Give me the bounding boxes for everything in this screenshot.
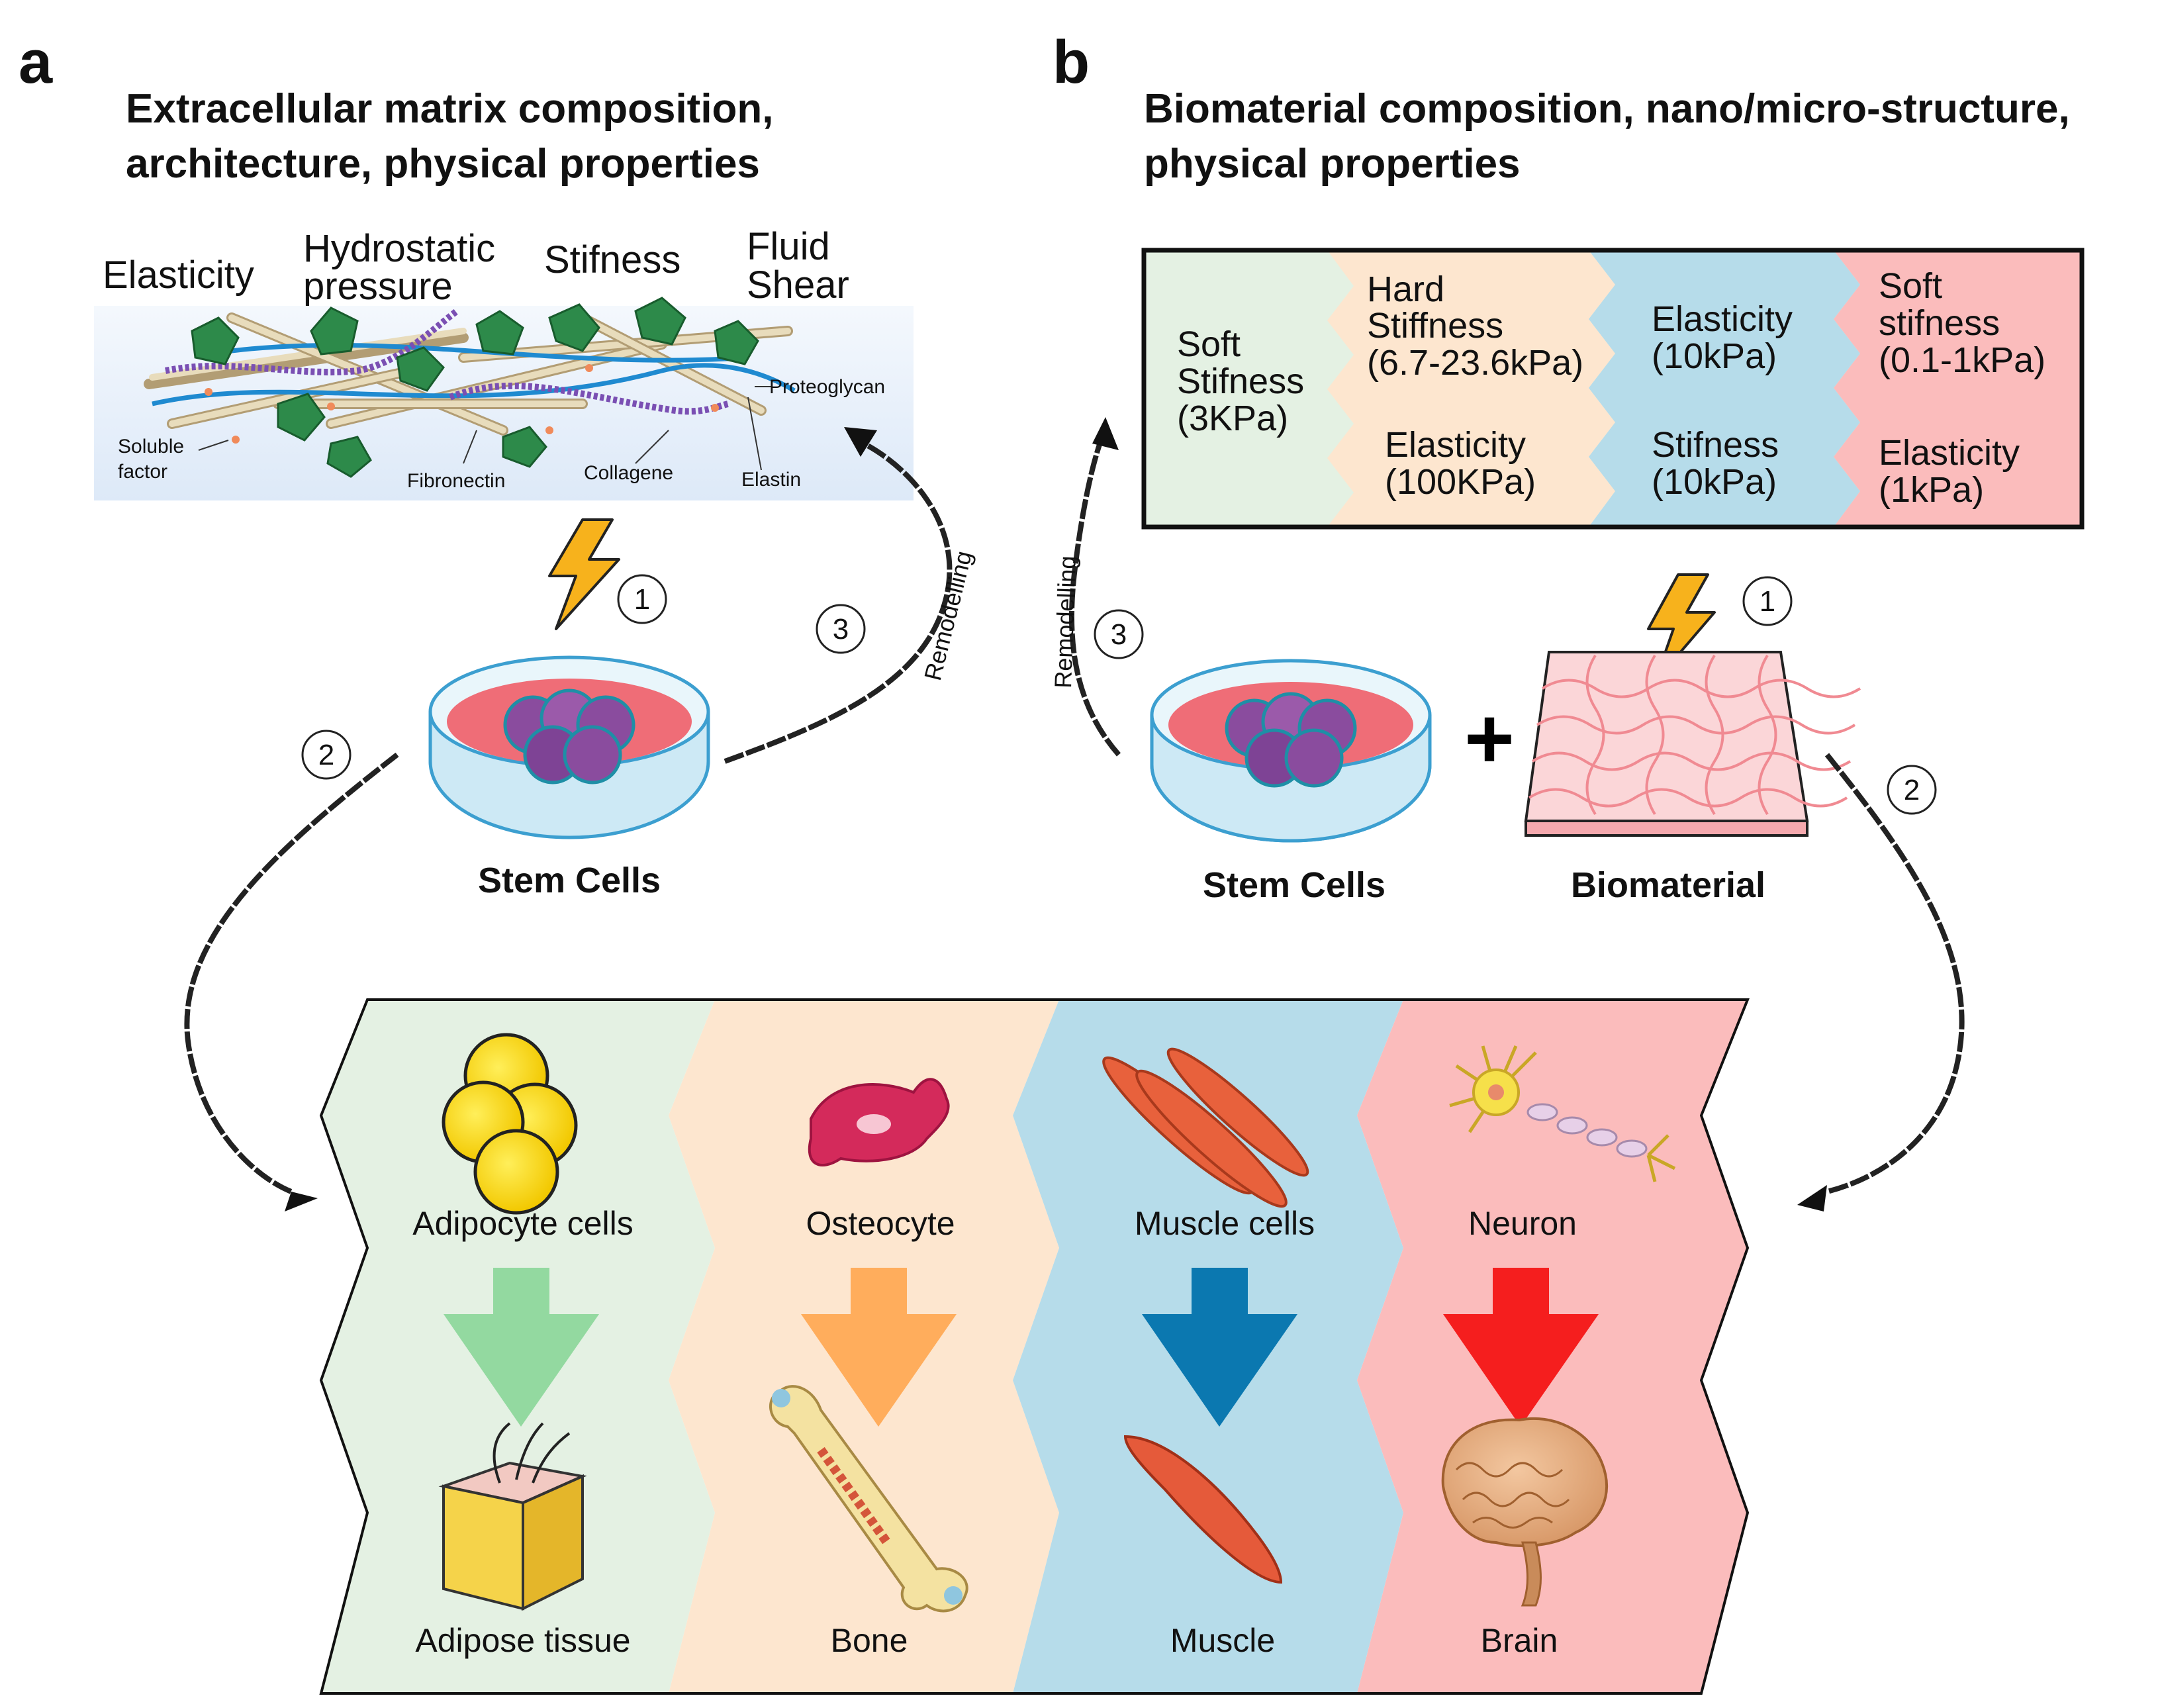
lineage-muscle-cells-label: Muscle cells xyxy=(1135,1205,1315,1242)
down-arrow-adipose xyxy=(444,1268,599,1427)
brain-icon xyxy=(1441,1417,1609,1607)
box-seg1-line1: Soft xyxy=(1177,324,1241,364)
box-seg3-bottom-1: Stifness xyxy=(1652,425,1779,465)
box-seg3-top-2: (10kPa) xyxy=(1652,336,1777,376)
flow-arrow xyxy=(184,752,399,1194)
down-arrow-muscle xyxy=(1142,1268,1297,1427)
ecm-illustration xyxy=(94,297,914,500)
svg-text:2: 2 xyxy=(318,739,334,771)
ecm-label-soluble-2: factor xyxy=(118,461,167,483)
panel-b-stem-cells-label: Stem Cells xyxy=(1203,865,1385,905)
ecm-label-soluble-1: Soluble xyxy=(118,436,184,457)
svg-text:1: 1 xyxy=(1760,585,1775,618)
ecm-label-fibronectin: Fibronectin xyxy=(407,470,505,492)
box-seg1-line3: (3KPa) xyxy=(1177,399,1288,438)
down-arrow-bone xyxy=(801,1268,957,1427)
osteocyte-icon xyxy=(808,1078,950,1166)
svg-text:3: 3 xyxy=(1111,618,1127,651)
prop-fluid-2: Shear xyxy=(747,263,849,307)
remodelling-arrow xyxy=(724,438,953,764)
prop-stiffness: Stifness xyxy=(544,238,681,281)
lineage-neuron-label: Neuron xyxy=(1468,1205,1577,1242)
prop-hydrostatic-2: pressure xyxy=(303,265,453,308)
panel-a-remodelling-label: Remodelling xyxy=(919,548,977,683)
arrowhead-icon xyxy=(1797,1185,1827,1211)
svg-text:2: 2 xyxy=(1904,774,1920,806)
ecm-label-collagene: Collagene xyxy=(584,462,673,484)
box-seg4-top-3: (0.1-1kPa) xyxy=(1879,340,2045,380)
step-3-badge: 3 xyxy=(816,604,866,654)
remodelling-arrow xyxy=(1069,436,1121,757)
biomaterial-label: Biomaterial xyxy=(1571,865,1765,905)
lightning-icon xyxy=(548,518,620,630)
box-seg2-top-2: Stiffness xyxy=(1367,306,1503,346)
panel-b-remodelling-label: Remodelling xyxy=(1049,555,1081,688)
panel-a-heading-line2: architecture, physical properties xyxy=(126,141,760,187)
panel-a-stem-cells-label: Stem Cells xyxy=(478,861,661,900)
panel-a-heading-line1: Extracellular matrix composition, xyxy=(126,86,774,132)
arrowhead-icon xyxy=(285,1192,318,1211)
petri-dish-icon xyxy=(1150,659,1432,843)
ecm-label-proteoglycan: Proteoglycan xyxy=(769,376,885,398)
lineage-bone-label: Bone xyxy=(831,1622,908,1659)
step-1-badge: 1 xyxy=(617,574,667,624)
box-seg3-top-1: Elasticity xyxy=(1652,299,1793,339)
box-seg4-top-1: Soft xyxy=(1879,266,1942,306)
petri-dish-icon xyxy=(428,655,710,839)
panel-a-letter: a xyxy=(19,28,53,96)
biomaterial-slab-icon xyxy=(1524,651,1861,837)
lineage-brain-label: Brain xyxy=(1481,1622,1558,1659)
ecm-label-elastin: Elastin xyxy=(741,469,801,491)
down-arrow-brain xyxy=(1443,1268,1599,1427)
prop-fluid-1: Fluid xyxy=(747,225,830,268)
panel-b-heading-line2: physical properties xyxy=(1144,141,1521,187)
step-2-badge: 2 xyxy=(301,730,352,780)
adipocyte-cells-icon xyxy=(442,1033,578,1215)
prop-hydrostatic-1: Hydrostatic xyxy=(303,227,495,270)
panel-b-letter: b xyxy=(1053,28,1090,96)
box-seg2-top-1: Hard xyxy=(1367,269,1444,309)
box-seg2-bottom-2: (100KPa) xyxy=(1385,462,1536,502)
flow-arrow xyxy=(1824,753,1965,1194)
neuron-icon xyxy=(1449,1045,1676,1182)
box-seg2-top-3: (6.7-23.6kPa) xyxy=(1367,343,1583,383)
box-seg4-top-2: stifness xyxy=(1879,303,2000,343)
adipose-tissue-icon xyxy=(438,1422,587,1611)
plus-sign: + xyxy=(1464,690,1515,786)
svg-text:3: 3 xyxy=(833,613,849,645)
box-seg2-bottom-1: Elasticity xyxy=(1385,425,1526,465)
box-seg3-bottom-2: (10kPa) xyxy=(1652,462,1777,502)
muscle-cells-icon xyxy=(1102,1047,1309,1208)
lineage-muscle-label: Muscle xyxy=(1170,1622,1275,1659)
muscle-icon xyxy=(1123,1435,1283,1584)
step-2-badge: 2 xyxy=(1887,765,1937,815)
lineage-osteocyte-label: Osteocyte xyxy=(806,1205,955,1242)
svg-text:1: 1 xyxy=(634,583,650,616)
prop-elasticity: Elasticity xyxy=(103,254,254,297)
panel-b-heading-line1: Biomaterial composition, nano/micro-stru… xyxy=(1144,86,2070,132)
step-1-badge: 1 xyxy=(1742,576,1793,626)
biomaterial-property-box xyxy=(1141,248,2085,530)
lineage-adipose-tissue-label: Adipose tissue xyxy=(415,1622,630,1659)
box-seg4-bottom-1: Elasticity xyxy=(1879,433,2020,473)
box-seg1-line2: Stifness xyxy=(1177,361,1304,401)
arrowhead-icon xyxy=(1092,417,1119,450)
step-3-badge: 3 xyxy=(1094,609,1144,659)
bone-icon xyxy=(769,1385,968,1613)
arrowhead-icon xyxy=(844,427,877,457)
lineage-adipocyte-cells-label: Adipocyte cells xyxy=(412,1205,634,1242)
box-seg4-bottom-2: (1kPa) xyxy=(1879,470,1984,510)
